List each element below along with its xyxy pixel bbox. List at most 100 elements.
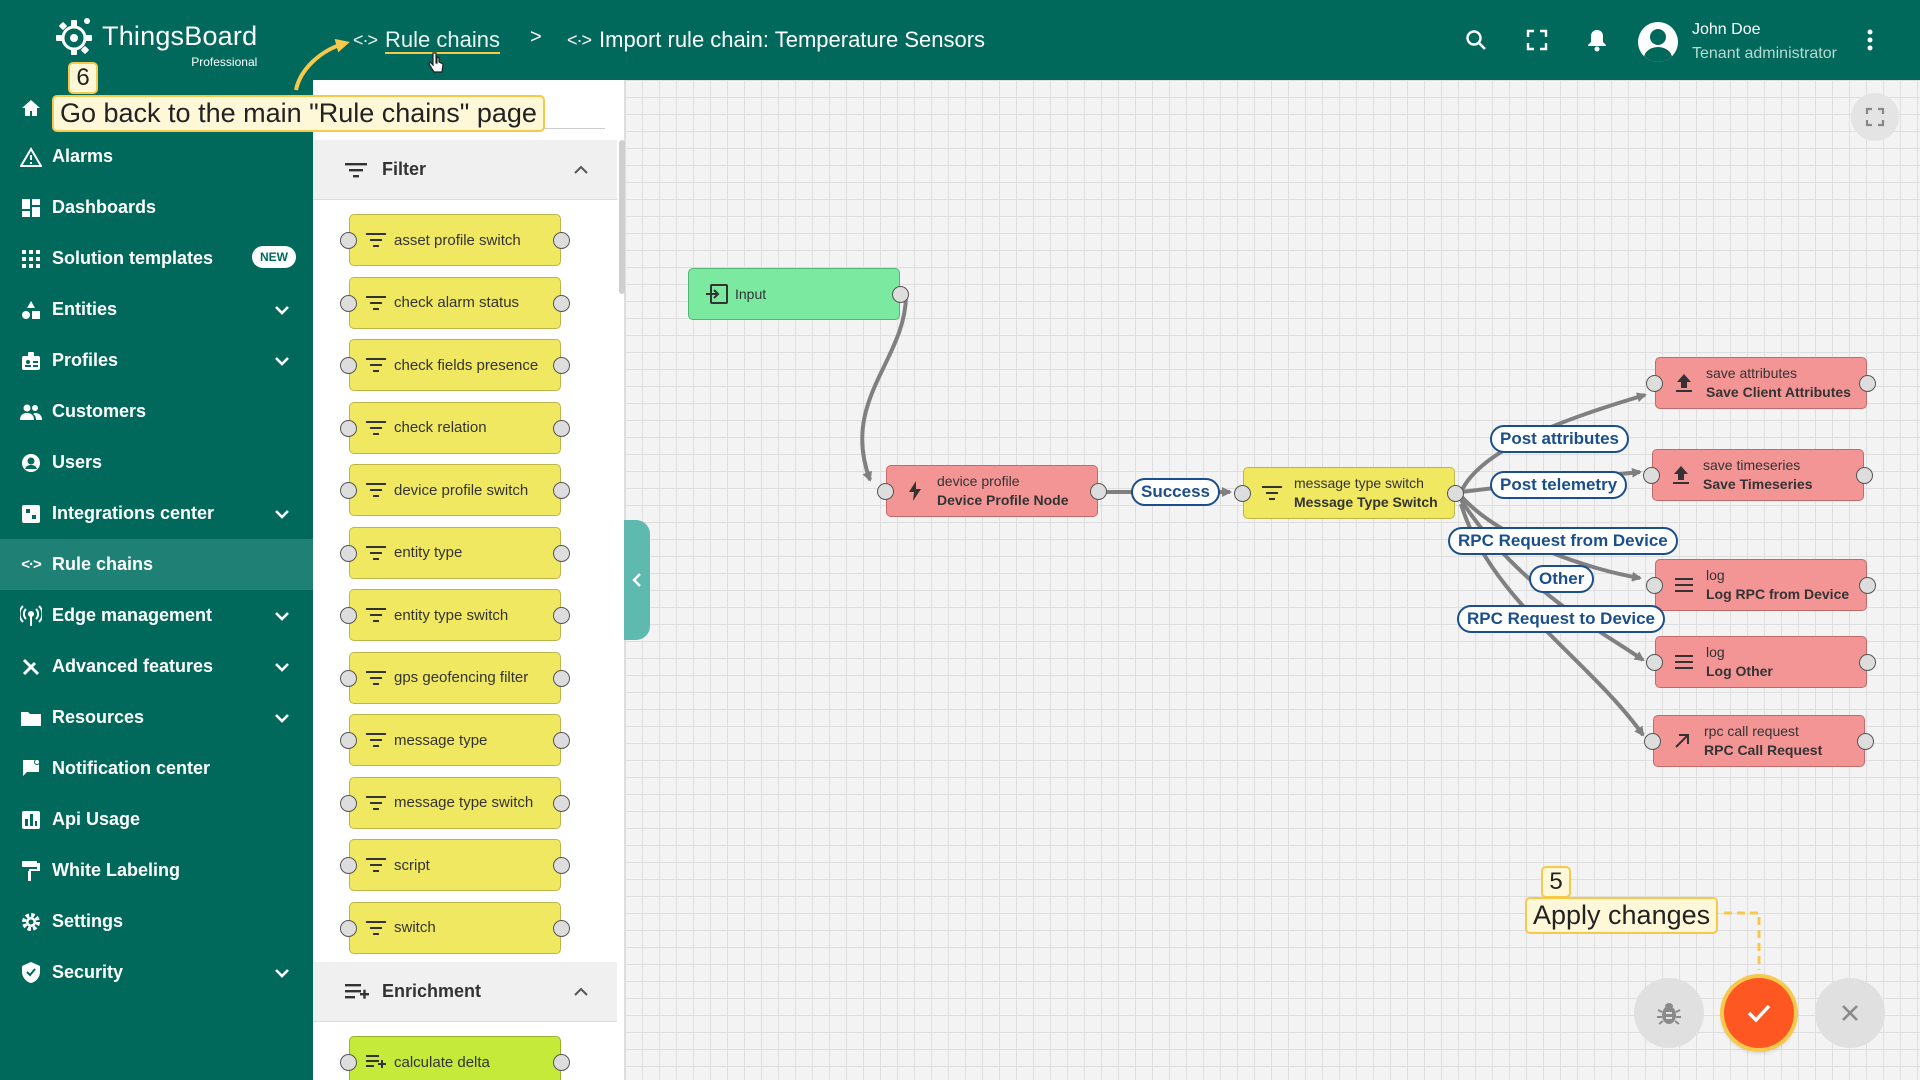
- edge-label-rpc-from-device[interactable]: RPC Request from Device: [1448, 527, 1678, 555]
- sidebar-item-users[interactable]: Users: [0, 437, 313, 488]
- sidebar-item-settings[interactable]: Settings: [0, 896, 313, 947]
- input-port[interactable]: [340, 732, 357, 749]
- output-port[interactable]: [1090, 483, 1107, 500]
- sidebar-item-profiles[interactable]: Profiles: [0, 335, 313, 386]
- input-port[interactable]: [1643, 467, 1660, 484]
- debug-mode-button[interactable]: [1634, 978, 1704, 1048]
- sidebar-item-dashboards[interactable]: Dashboards: [0, 182, 313, 233]
- input-port[interactable]: [1646, 375, 1663, 392]
- node-input[interactable]: Input: [688, 268, 909, 320]
- apply-changes-button[interactable]: [1724, 978, 1794, 1048]
- sidebar-item-alarms[interactable]: Alarms: [0, 131, 313, 182]
- edge-label-post-telemetry[interactable]: Post telemetry: [1490, 471, 1628, 499]
- sidebar-item-resources[interactable]: Resources: [0, 692, 313, 743]
- library-node[interactable]: message type: [340, 714, 570, 766]
- output-port[interactable]: [553, 294, 570, 312]
- input-port[interactable]: [340, 482, 357, 499]
- output-port[interactable]: [553, 607, 570, 624]
- output-port[interactable]: [1857, 733, 1874, 750]
- edge-label-other[interactable]: Other: [1529, 565, 1595, 593]
- sidebar-item-edge-management[interactable]: Edge management: [0, 590, 313, 641]
- canvas-fullscreen-button[interactable]: [1851, 93, 1899, 141]
- output-port[interactable]: [1447, 485, 1464, 502]
- library-node[interactable]: check fields presence: [340, 339, 570, 391]
- input-port[interactable]: [340, 419, 357, 437]
- output-port[interactable]: [553, 419, 570, 437]
- brand-logo[interactable]: ThingsBoard Professional: [52, 14, 257, 69]
- sidebar-item-white-labeling[interactable]: White Labeling: [0, 845, 313, 896]
- library-node[interactable]: device profile switch: [340, 464, 570, 516]
- input-port[interactable]: [340, 607, 357, 624]
- output-port[interactable]: [1856, 467, 1873, 484]
- output-port[interactable]: [1859, 577, 1876, 594]
- output-port[interactable]: [892, 286, 909, 303]
- output-port[interactable]: [553, 669, 570, 687]
- breadcrumb-rule-chains[interactable]: <·> Rule chains: [353, 27, 500, 53]
- more-menu-button[interactable]: [1854, 24, 1886, 56]
- fullscreen-button[interactable]: [1521, 24, 1553, 56]
- filter-section-header[interactable]: Filter: [313, 140, 617, 200]
- sidebar-item-home[interactable]: [0, 82, 313, 133]
- library-node[interactable]: check alarm status: [340, 276, 570, 329]
- edge-label-post-attributes[interactable]: Post attributes: [1490, 425, 1630, 453]
- edge-label-rpc-to-device[interactable]: RPC Request to Device: [1457, 605, 1665, 633]
- sidebar-item-advanced-features[interactable]: Advanced features: [0, 641, 313, 692]
- enrichment-section-header[interactable]: Enrichment: [313, 962, 617, 1022]
- output-port[interactable]: [553, 1054, 570, 1071]
- library-node[interactable]: gps geofencing filter: [340, 651, 570, 704]
- output-port[interactable]: [553, 732, 570, 749]
- search-button[interactable]: [1460, 24, 1492, 56]
- input-port[interactable]: [1644, 733, 1661, 750]
- sidebar-item-customers[interactable]: Customers: [0, 386, 313, 437]
- input-port[interactable]: [1646, 654, 1663, 671]
- sidebar-item-integrations-center[interactable]: Integrations center: [0, 488, 313, 539]
- library-node[interactable]: message type switch: [340, 776, 570, 829]
- sidebar-item-notification-center[interactable]: Notification center: [0, 743, 313, 794]
- sidebar-item-solution-templates[interactable]: Solution templates NEW: [0, 233, 313, 284]
- collapse-library-button[interactable]: [624, 520, 650, 640]
- library-node-calculate-delta[interactable]: calculate delta: [340, 1036, 570, 1080]
- output-port[interactable]: [553, 794, 570, 812]
- output-port[interactable]: [553, 919, 570, 937]
- library-node[interactable]: entity type switch: [340, 589, 570, 641]
- library-node[interactable]: switch: [340, 901, 570, 954]
- output-port[interactable]: [553, 232, 570, 249]
- library-node[interactable]: asset profile switch: [340, 214, 570, 266]
- input-port[interactable]: [877, 483, 894, 500]
- input-port[interactable]: [340, 669, 357, 687]
- library-scrollbar[interactable]: [619, 140, 625, 294]
- edge-label-success[interactable]: Success: [1131, 478, 1220, 506]
- sidebar-item-entities[interactable]: Entities: [0, 284, 313, 335]
- input-port[interactable]: [340, 794, 357, 812]
- input-port[interactable]: [340, 1054, 357, 1071]
- input-port[interactable]: [340, 544, 357, 562]
- output-port[interactable]: [1859, 375, 1876, 392]
- sidebar-item-security[interactable]: Security: [0, 947, 313, 998]
- output-port[interactable]: [553, 857, 570, 874]
- input-port[interactable]: [340, 232, 357, 249]
- output-port[interactable]: [553, 482, 570, 499]
- sidebar-item-api-usage[interactable]: Api Usage: [0, 794, 313, 845]
- cancel-changes-button[interactable]: [1815, 978, 1885, 1048]
- input-port[interactable]: [340, 919, 357, 937]
- input-port[interactable]: [340, 357, 357, 374]
- output-port[interactable]: [553, 544, 570, 562]
- input-port[interactable]: [340, 857, 357, 874]
- input-port[interactable]: [1646, 577, 1663, 594]
- user-menu[interactable]: John Doe Tenant administrator: [1638, 18, 1837, 66]
- output-port[interactable]: [553, 357, 570, 374]
- output-port[interactable]: [1859, 654, 1876, 671]
- input-port[interactable]: [1234, 485, 1251, 502]
- library-node[interactable]: script: [340, 839, 570, 891]
- library-node[interactable]: check relation: [340, 401, 570, 454]
- notifications-button[interactable]: [1581, 24, 1613, 56]
- input-port[interactable]: [340, 294, 357, 312]
- sidebar-item-rule-chains[interactable]: <·> Rule chains: [0, 539, 313, 590]
